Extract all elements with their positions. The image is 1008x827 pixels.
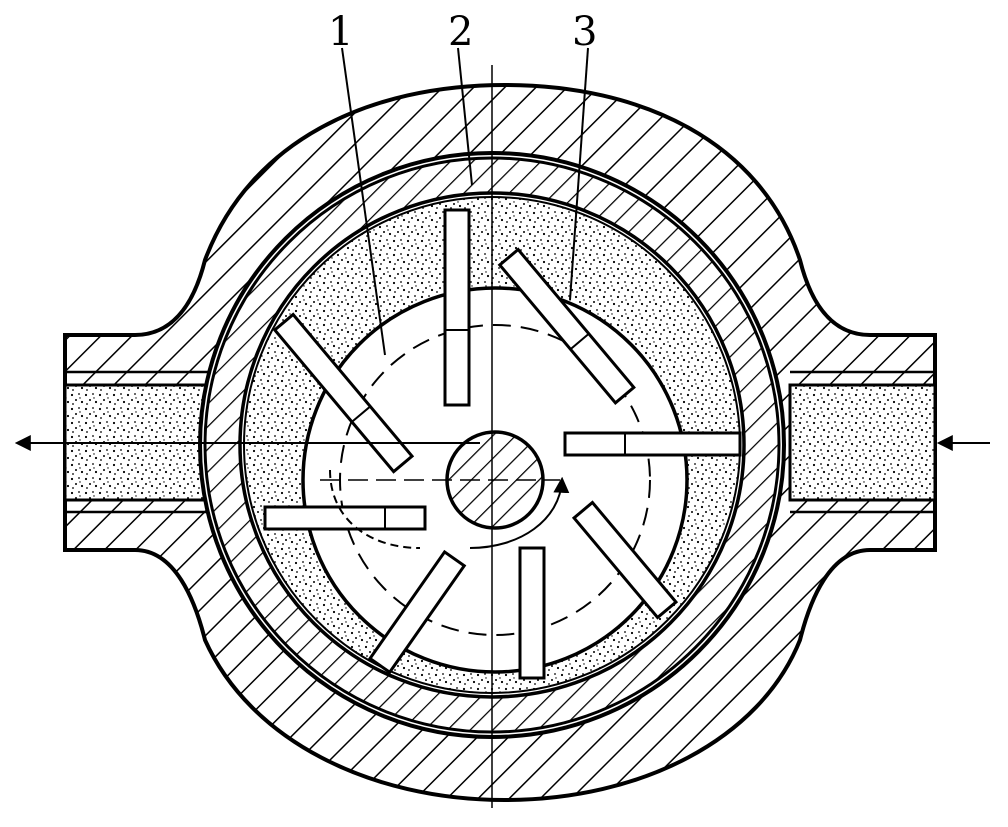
callout-1: 1 <box>328 9 353 55</box>
inlet-port <box>788 370 937 514</box>
callout-3: 3 <box>572 9 597 55</box>
vane-lower-right <box>571 500 679 620</box>
leader-lines <box>341 47 589 356</box>
rotation-arrow <box>329 469 570 549</box>
vane-top <box>443 208 471 407</box>
vane-upper-left <box>272 312 415 474</box>
callout-2: 2 <box>448 9 473 55</box>
vanes <box>263 208 742 680</box>
center-lines <box>320 65 560 808</box>
vane-lower-left <box>367 549 467 675</box>
vane-bottom <box>518 546 546 680</box>
vane-left <box>263 505 427 531</box>
callouts: 1 2 3 <box>328 9 597 55</box>
vane-right <box>563 431 742 457</box>
vane-upper-right <box>497 247 636 405</box>
